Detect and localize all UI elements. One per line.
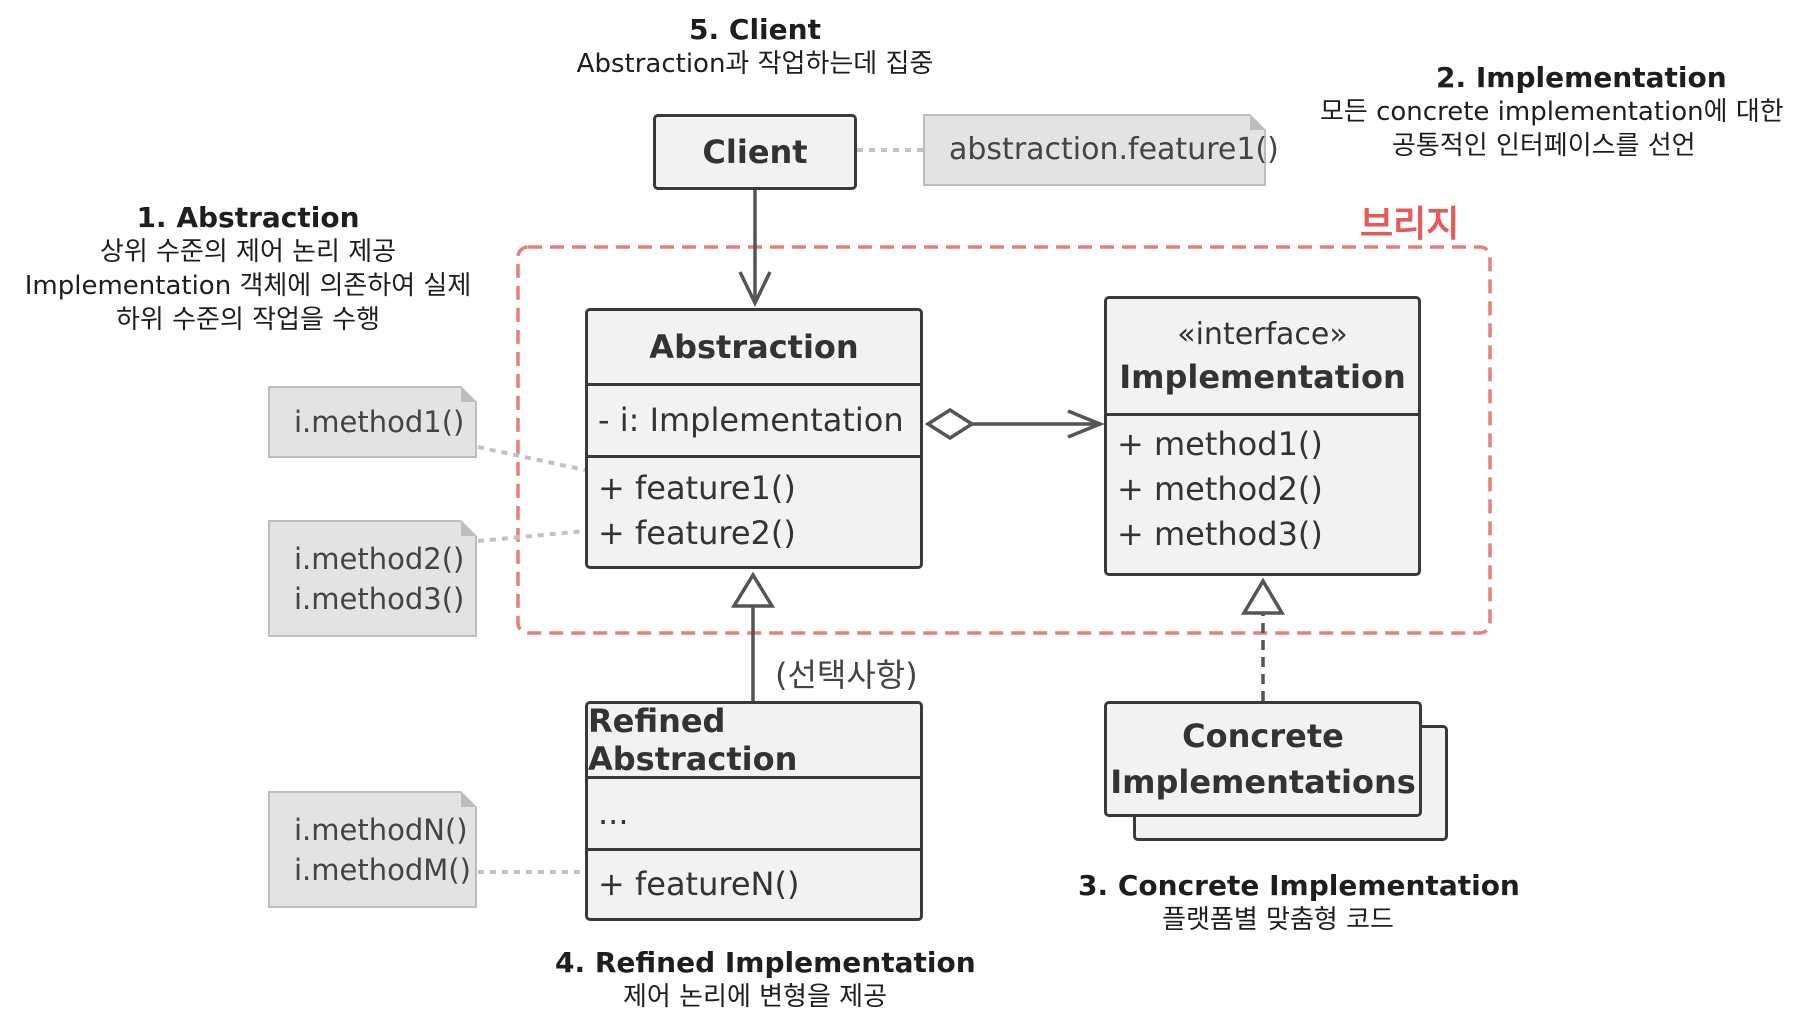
refined-abstraction-fields: ... [588,776,920,848]
feature1-code-note: i.method1() [268,386,477,458]
realization-triangle [1240,577,1286,615]
implementation-interface-box[interactable]: «interface» Implementation + method1() +… [1104,296,1421,576]
note-link-feature1 [477,445,586,472]
inheritance-triangle [730,571,776,608]
client-caption-title: 5. Client [689,13,821,46]
abstraction-caption-line3: 하위 수준의 작업을 수행 [116,304,380,335]
featureN-code-note-line2: i.methodM() [294,852,471,887]
refined-caption: 4. Refined Implementation 제어 논리에 변형을 제공 [555,945,976,1015]
abstraction-class-name: Abstraction [649,328,859,366]
concrete-implementations-box[interactable]: Concrete Implementations [1104,701,1422,817]
bridge-label: 브리지 [1360,204,1460,245]
abstraction-field-i: - i: Implementation [598,401,904,439]
abstraction-class-box[interactable]: Abstraction - i: Implementation + featur… [585,308,923,569]
abstraction-caption-line2: Implementation 객체에 의존하여 실제 [24,271,472,302]
refined-caption-desc: 제어 논리에 변형을 제공 [623,982,887,1013]
implementation-methods: + method1() + method2() + method3() [1107,413,1418,565]
implementation-header: «interface» Implementation [1107,299,1418,413]
featureN-code-note-line1: i.methodN() [294,812,468,847]
implementation-caption: 2. Implementation 모든 concrete implementa… [1310,60,1795,164]
client-class-name: Client [702,133,808,171]
concrete-implementations-line1: Concrete [1182,717,1344,755]
feature2-code-note: i.method2() i.method3() [268,520,477,637]
concrete-caption: 3. Concrete Implementation 플랫폼별 맞춤형 코드 [1078,868,1520,938]
implementation-caption-line2: 공통적인 인터페이스를 선언 [1392,131,1696,162]
feature2-code-note-line2: i.method3() [294,581,465,616]
client-code-note: abstraction.feature1() [923,114,1279,186]
note-fold-corner [461,386,477,402]
client-caption: 5. Client Abstraction과 작업하는데 집중 [555,12,955,82]
refined-abstraction-methods: + featureN() [588,848,920,917]
abstraction-fields: - i: Implementation [588,383,920,455]
implementation-caption-title: 2. Implementation [1436,61,1727,94]
featureN-code-note: i.methodN() i.methodM() [268,791,477,908]
concrete-implementations-name: Concrete Implementations [1107,704,1419,814]
aggregation-arrowhead [1067,409,1105,439]
implementation-caption-line1: 모든 concrete implementation에 대한 [1320,97,1784,128]
implementation-method-2: + method2() [1117,470,1323,508]
abstraction-caption: 1. Abstraction 상위 수준의 제어 논리 제공 Implement… [8,200,488,338]
client-code-note-text: abstraction.feature1() [949,132,1279,167]
concrete-implementations-line2: Implementations [1110,763,1416,801]
concrete-caption-title: 3. Concrete Implementation [1078,869,1520,902]
aggregation-diamond [924,407,976,441]
note-link-feature2 [477,529,586,543]
bridge-boundary [516,245,1492,635]
abstraction-methods: + feature1() + feature2() [588,455,920,564]
refined-caption-title: 4. Refined Implementation [555,946,976,979]
note-fold-corner [461,520,477,536]
note-fold-corner [461,791,477,807]
abstraction-method-feature2: + feature2() [598,514,796,552]
client-class-box[interactable]: Client [653,114,857,190]
refined-abstraction-field: ... [598,794,629,832]
feature2-code-note-line1: i.method2() [294,541,465,576]
abstraction-caption-title: 1. Abstraction [136,201,360,234]
note-fold-corner [1250,114,1266,130]
implementation-method-3: + method3() [1117,515,1323,553]
refined-abstraction-class-box[interactable]: Refined Abstraction ... + featureN() [585,701,923,921]
implementation-method-1: + method1() [1117,425,1323,463]
abstraction-method-feature1: + feature1() [598,469,796,507]
implementation-stereotype: «interface» [1177,316,1348,352]
implementation-class-name: Implementation [1119,357,1406,396]
concrete-caption-desc: 플랫폼별 맞춤형 코드 [1162,905,1394,936]
optional-label: (선택사항) [775,656,918,694]
client-caption-desc: Abstraction과 작업하는데 집중 [576,49,934,80]
refined-abstraction-method-featureN: + featureN() [598,864,800,903]
refined-abstraction-class-name: Refined Abstraction [588,702,798,778]
feature1-code-note-text: i.method1() [294,405,465,439]
abstraction-caption-line1: 상위 수준의 제어 논리 제공 [99,237,397,268]
client-to-abstraction-arrowhead [738,271,772,308]
